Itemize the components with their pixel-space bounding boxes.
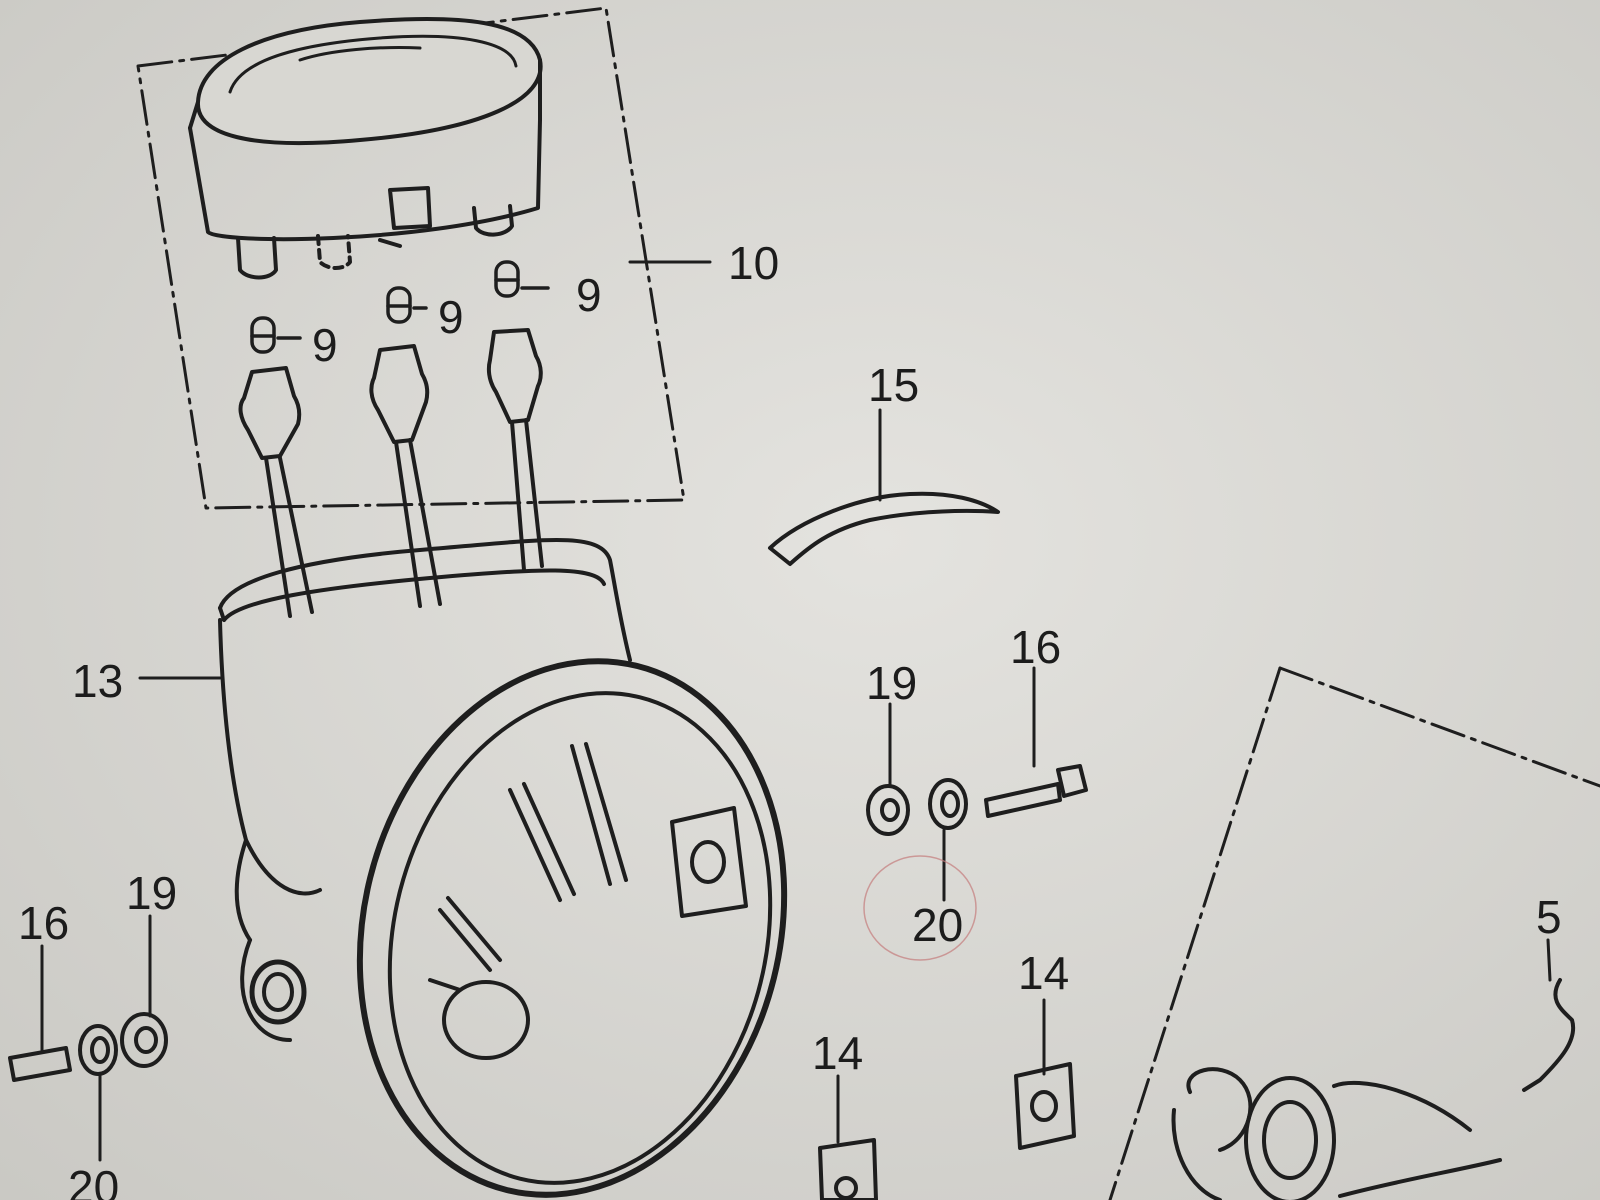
callout-14-left: 14 xyxy=(812,1027,864,1079)
trim-strip xyxy=(768,491,1000,566)
callout-16-right: 16 xyxy=(1010,621,1062,673)
callout-20-left: 20 xyxy=(68,1161,120,1200)
lock-washer-20-right xyxy=(928,778,968,830)
bolt-16-left xyxy=(8,1046,72,1082)
callout-19-right: 19 xyxy=(866,657,918,709)
callout-9-left: 9 xyxy=(312,319,338,371)
callout-5: 5 xyxy=(1536,891,1562,943)
washer-19-right xyxy=(866,784,910,836)
speedometer-body xyxy=(188,16,543,280)
callout-15: 15 xyxy=(868,359,920,411)
callout-19-left: 19 xyxy=(126,867,178,919)
callout-10: 10 xyxy=(728,237,780,289)
lamp-socket-assembly xyxy=(1171,1067,1502,1200)
meter-case xyxy=(218,538,788,1198)
washer-19-left xyxy=(120,1012,168,1068)
callout-20-right: 20 xyxy=(912,899,964,951)
leader-lines xyxy=(40,260,1552,1162)
lamp-assembly-frame xyxy=(1278,666,1600,788)
callout-13: 13 xyxy=(72,655,124,707)
callout-14-right: 14 xyxy=(1018,947,1070,999)
pencil-mark xyxy=(863,855,977,961)
spring-clip-5 xyxy=(1522,978,1576,1092)
clip-nut-14-left xyxy=(818,1138,878,1200)
callout-9-middle: 9 xyxy=(438,291,464,343)
clip-nut-14-right xyxy=(1014,1062,1076,1150)
callout-16-left: 16 xyxy=(18,897,70,949)
bulb-caps xyxy=(250,260,550,354)
callout-9-right: 9 xyxy=(576,269,602,321)
lock-washer-20-left xyxy=(78,1024,118,1076)
bolt-16-right xyxy=(984,764,1088,818)
